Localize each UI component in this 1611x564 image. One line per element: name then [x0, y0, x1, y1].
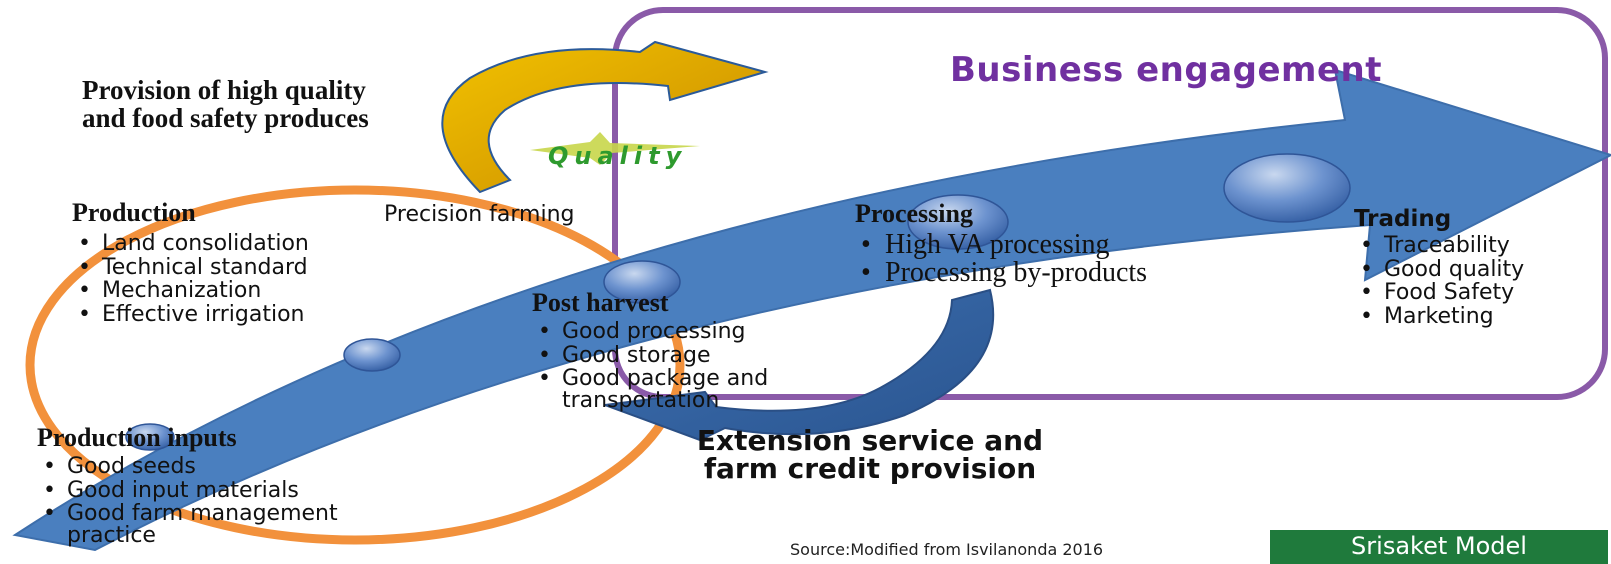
- list-item: Technical standard: [72, 255, 432, 280]
- extension-line-2: farm credit provision: [703, 452, 1037, 485]
- value-chain-arrow: [12, 68, 1611, 552]
- list-item: High VA processing: [855, 231, 1335, 260]
- trading-list: Traceability Good quality Food Safety Ma…: [1354, 234, 1604, 328]
- post-harvest-heading: Post harvest: [532, 288, 669, 317]
- provision-line-1: Provision of high quality: [82, 75, 366, 105]
- post-harvest-block: Post harvest Good processing Good storag…: [532, 288, 872, 411]
- business-engagement-title: Business engagement: [950, 50, 1382, 90]
- processing-block: Processing High VA processing Processing…: [855, 199, 1335, 287]
- srisaket-model-badge: Srisaket Model: [1270, 530, 1608, 564]
- node-inputs: [125, 423, 175, 451]
- production-list: Land consolidation Technical standard Me…: [72, 232, 432, 326]
- list-item: Good farm management: [37, 502, 507, 526]
- list-item: Land consolidation: [72, 232, 432, 256]
- list-item: Good package and: [532, 367, 872, 391]
- list-item: Effective irrigation: [72, 302, 432, 327]
- extension-service-label: Extension service and farm credit provis…: [600, 427, 1140, 483]
- precision-farming-label: Precision farming: [384, 202, 575, 227]
- source-citation: Source:Modified from Isvilanonda 2016: [790, 540, 1104, 559]
- extension-curl-arrow: [604, 288, 995, 442]
- provision-heading: Provision of high quality and food safet…: [82, 76, 369, 132]
- business-engagement-box: [612, 7, 1608, 400]
- list-item: Marketing: [1354, 304, 1604, 329]
- quality-curl-arrow: [441, 40, 769, 194]
- node-post-harvest: [603, 260, 681, 304]
- production-inputs-list: Good seeds Good input materials Good far…: [37, 455, 507, 526]
- production-inputs-heading: Production inputs: [37, 423, 237, 452]
- node-production: [343, 338, 401, 372]
- list-item: Good quality: [1354, 257, 1604, 282]
- list-item: Good processing: [532, 320, 872, 344]
- production-inputs-block: Production inputs Good seeds Good input …: [37, 423, 507, 546]
- provision-line-2: and food safety produces: [82, 103, 369, 133]
- list-item: Good storage: [532, 343, 872, 368]
- extension-line-1: Extension service and: [696, 424, 1044, 457]
- list-item: Good seeds: [37, 455, 507, 479]
- production-block: Production Land consolidation Technical …: [72, 198, 432, 326]
- quality-logo: Quality: [548, 142, 688, 170]
- post-harvest-list: Good processing Good storage Good packag…: [532, 320, 872, 391]
- quality-starburst-icon: [530, 132, 700, 165]
- node-trading: [1223, 153, 1351, 223]
- list-item: Traceability: [1354, 234, 1604, 258]
- list-item: Processing by-products: [855, 259, 1335, 288]
- list-item: Mechanization: [72, 279, 432, 303]
- post-harvest-continuation: transportation: [562, 387, 720, 413]
- processing-list: High VA processing Processing by-product…: [855, 231, 1335, 288]
- processing-heading: Processing: [855, 199, 973, 228]
- production-inputs-continuation: practice: [67, 522, 156, 548]
- list-item: Food Safety: [1354, 281, 1604, 305]
- trading-block: Trading Traceability Good quality Food S…: [1354, 206, 1604, 328]
- list-item: Good input materials: [37, 478, 507, 503]
- trading-heading: Trading: [1354, 206, 1452, 232]
- production-heading: Production: [72, 198, 196, 227]
